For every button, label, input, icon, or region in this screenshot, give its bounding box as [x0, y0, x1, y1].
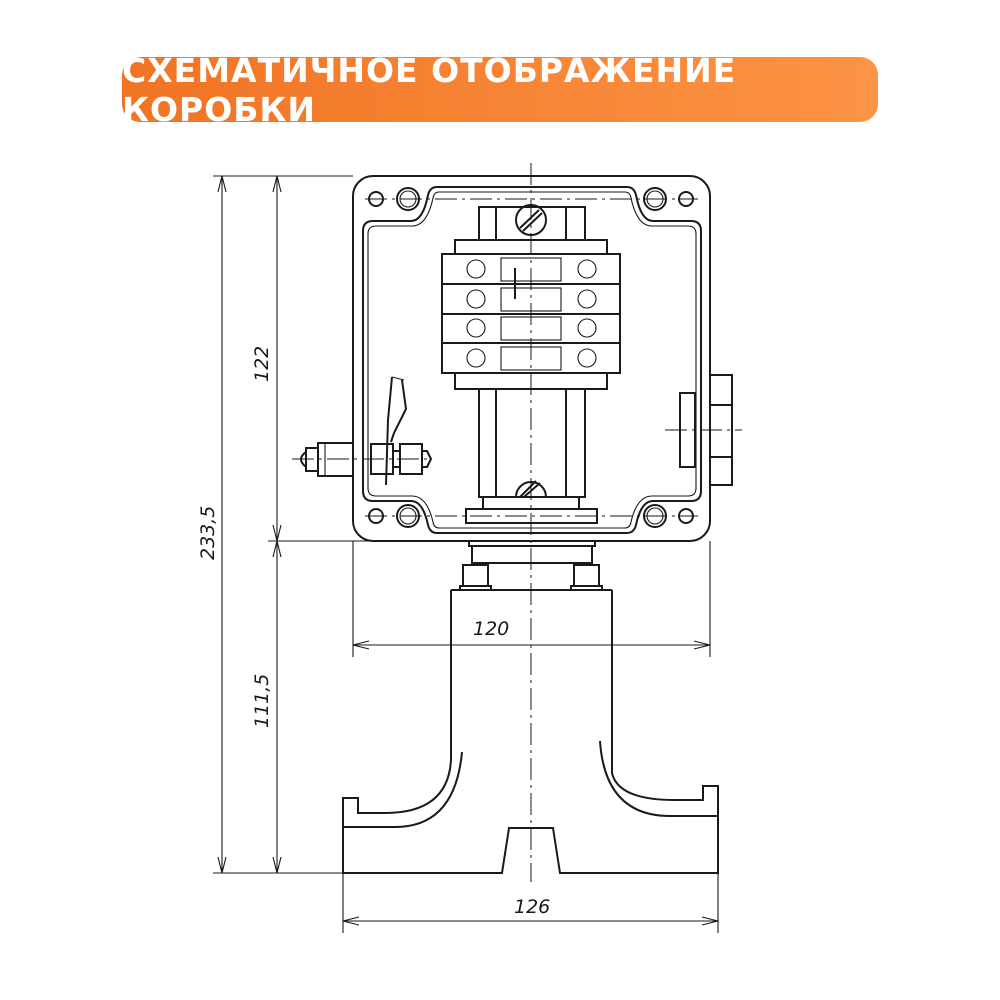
cable-gland-right	[679, 374, 733, 486]
mounting-bolts	[368, 187, 694, 528]
ground-stud	[370, 376, 433, 486]
dimension-stand-height: 111,5	[251, 674, 273, 728]
stand	[342, 589, 719, 874]
dimension-box-height: 122	[251, 346, 273, 382]
title-banner: СХЕМАТИЧНОЕ ОТОБРАЖЕНИЕ КОРОБКИ	[122, 51, 878, 129]
dimension-lines	[213, 175, 719, 933]
cable-gland-left	[300, 442, 354, 477]
terminal-block	[441, 204, 621, 591]
dimension-box-width: 120	[473, 618, 509, 640]
dimension-total-height: 233,5	[197, 506, 219, 560]
title-text: СХЕМАТИЧНОЕ ОТОБРАЖЕНИЕ КОРОБКИ	[122, 50, 737, 129]
dimension-base-width: 126	[514, 896, 550, 918]
